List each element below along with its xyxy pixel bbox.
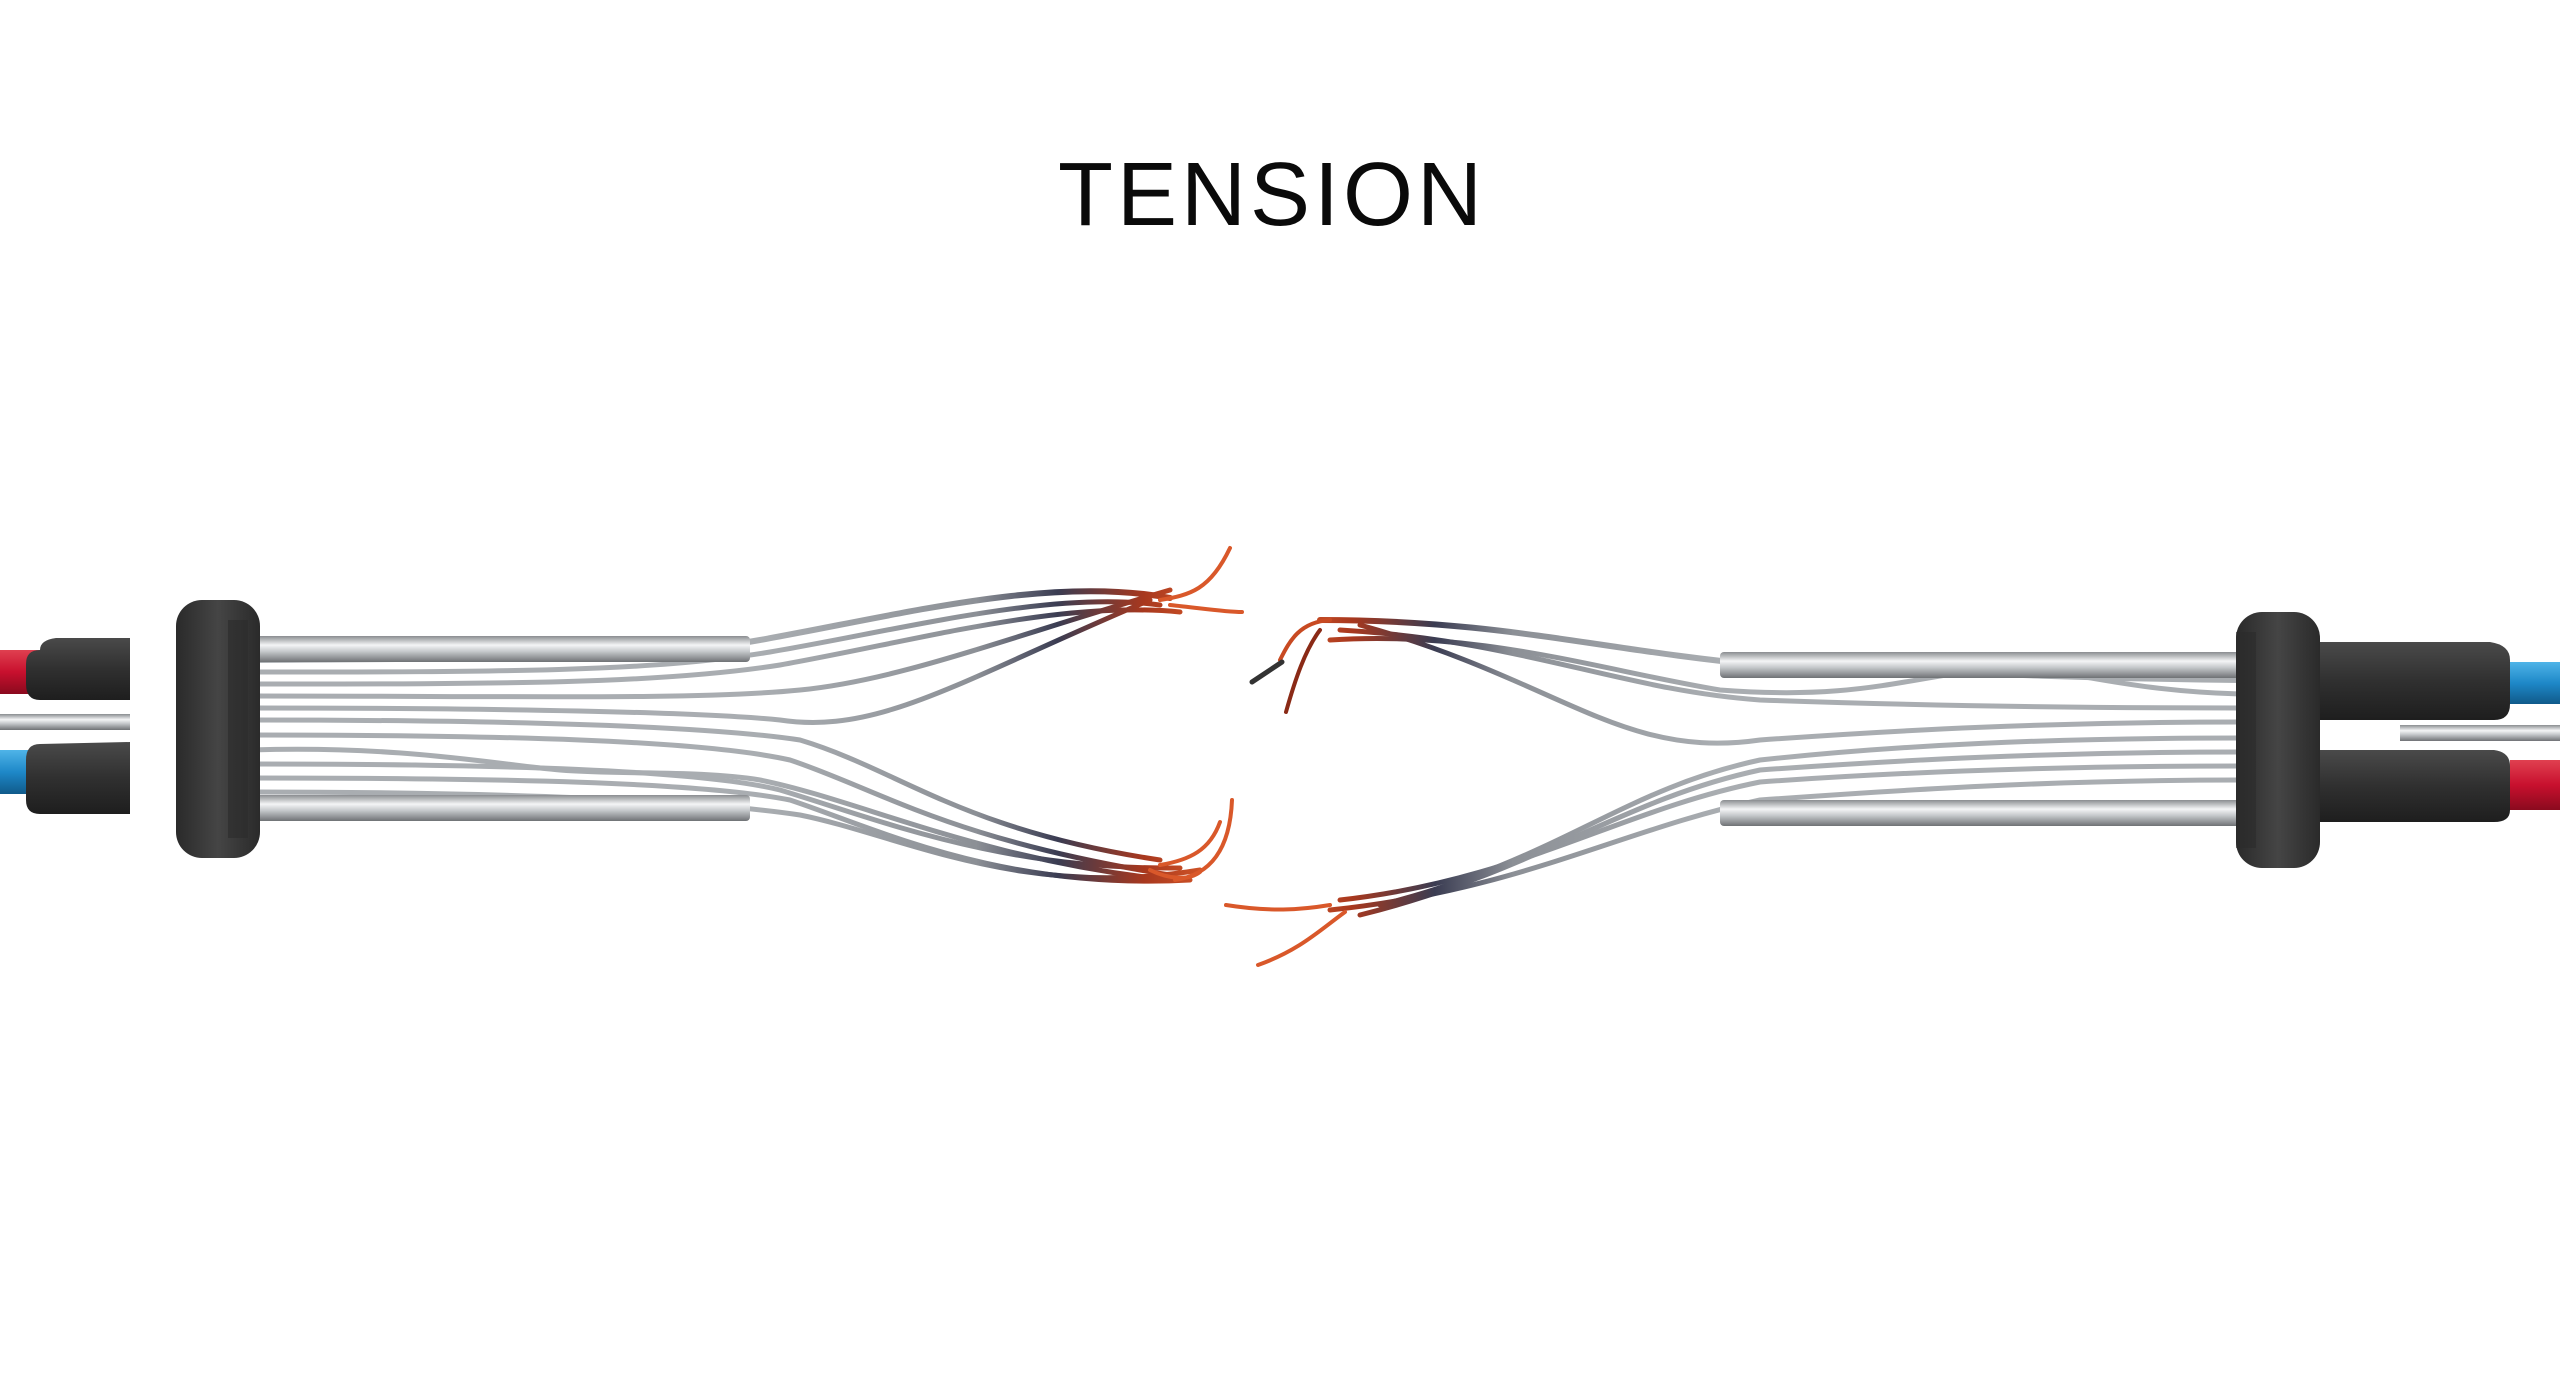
right-cable	[1224, 612, 2560, 967]
right-boot-top	[2320, 642, 2510, 720]
right-boot-bottom	[2320, 750, 2510, 822]
left-boot-bottom	[26, 742, 130, 814]
left-tube-top	[230, 636, 750, 662]
right-red-jacket	[2510, 760, 2560, 810]
left-boot-top	[26, 638, 130, 700]
left-cable	[0, 546, 1244, 884]
left-tube-bottom	[230, 795, 750, 821]
right-grommet	[2236, 612, 2320, 868]
right-tube-top	[1720, 652, 2260, 678]
right-tube-bottom	[1720, 800, 2260, 826]
title: TENSION	[1057, 145, 1487, 245]
right-blue-jacket	[2510, 662, 2560, 704]
